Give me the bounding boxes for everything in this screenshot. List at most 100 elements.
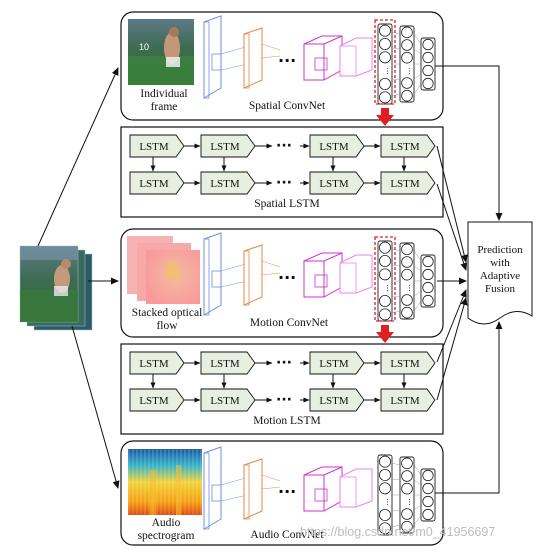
lstm-cell: LSTM [309, 134, 365, 158]
fc-neuron [401, 243, 413, 256]
fc-neuron [378, 38, 391, 51]
fc-neuron [401, 77, 413, 89]
conv1-kernel [211, 270, 222, 288]
lstm-cell: LSTM [129, 134, 185, 158]
fc-neuron [378, 24, 391, 37]
lstm-cell-label: LSTM [319, 358, 349, 370]
spectrogram-image [128, 449, 202, 515]
fc-neuron [422, 64, 434, 77]
motion-convnet-label: Motion ConvNet [249, 317, 329, 329]
lstm-cell-label: LSTM [390, 358, 420, 370]
lstm-cell: LSTM [200, 351, 256, 375]
lstm-cell-label: LSTM [210, 141, 240, 153]
svg-text:⋮: ⋮ [384, 498, 392, 507]
lstm-cell: LSTM [129, 388, 185, 412]
fc-neuron [401, 26, 413, 39]
ellipsis-dots: ··· [276, 392, 292, 408]
fc-neuron [378, 78, 391, 91]
svg-text:⋮: ⋮ [384, 67, 392, 76]
svg-text:⋮: ⋮ [406, 497, 414, 506]
audio-spectrogram-label: Audio spectrogram [137, 517, 195, 542]
fc-neuron [378, 308, 391, 321]
spatial-to-lstm-arrow [376, 108, 394, 126]
lstm-cell-label: LSTM [319, 178, 349, 190]
audio-convnet: ··· ⋮ ⋮ [203, 446, 436, 536]
conv1-slab [203, 232, 222, 316]
conv-cube-kernel [314, 57, 328, 71]
lstm-cell: LSTM [129, 351, 185, 375]
spatial-convnet: ···⋮⋮ [203, 15, 436, 105]
lstm-cell-label: LSTM [210, 178, 240, 190]
lstm-cell: LSTM [380, 388, 436, 412]
watermark-text: https://blog.csdn.net/m0_41956697 [300, 525, 496, 539]
ellipsis-dots: ··· [278, 482, 296, 501]
lstm-cell-label: LSTM [210, 358, 240, 370]
fc-neuron [378, 294, 391, 307]
fc-neuron [401, 51, 413, 64]
fc-neuron [378, 468, 391, 481]
input-arrows [37, 67, 120, 489]
fc-neuron [422, 255, 434, 268]
lstm-cell: LSTM [380, 171, 436, 195]
stacked-optical-flow-label: Stacked optical flow [131, 307, 203, 332]
fc-neuron [378, 254, 391, 267]
fc-neuron [422, 51, 434, 64]
conv2-slab [243, 458, 263, 520]
lstm-cell: LSTM [309, 351, 365, 375]
lstm-cell-label: LSTM [139, 141, 169, 153]
svg-text:⋮: ⋮ [384, 284, 392, 293]
fc-neuron [422, 281, 434, 294]
lstm-cell: LSTM [380, 134, 436, 158]
lstm-cell: LSTM [129, 171, 185, 195]
lstm-cell: LSTM [380, 351, 436, 375]
lstm-cell: LSTM [200, 134, 256, 158]
fc-neuron [401, 306, 413, 319]
conv1-slab [203, 15, 222, 99]
fc-neuron [401, 294, 413, 306]
lstm-cell-label: LSTM [139, 178, 169, 190]
fc-neuron [378, 522, 391, 535]
fc-neuron [378, 241, 391, 254]
fc-neuron [401, 470, 413, 482]
fusion-node [467, 221, 533, 325]
fc-neuron [401, 256, 413, 268]
fc-neuron [422, 77, 434, 90]
fc-neuron [422, 268, 434, 281]
fc-neuron [422, 469, 434, 482]
motion-lstm-label: Motion LSTM [253, 415, 321, 427]
lstm-cell: LSTM [309, 388, 365, 412]
lstm-cell: LSTM [200, 171, 256, 195]
output-arrows [435, 65, 503, 494]
conv2-slab [243, 244, 263, 306]
fc-neuron [422, 482, 434, 495]
fc-neuron [401, 508, 413, 520]
conv1-kernel [211, 484, 222, 502]
individual-frame-label: Individual frame [140, 88, 188, 113]
conv-cube-kernel [314, 274, 328, 288]
motion-convnet: ···⋮⋮ [203, 232, 436, 322]
fc-neuron [378, 91, 391, 104]
lstm-cell-label: LSTM [319, 395, 349, 407]
conv1-slab [203, 446, 222, 530]
conv2-slab [243, 27, 263, 89]
fc-neuron [378, 482, 391, 495]
fusion-label: Prediction with Adaptive Fusion [477, 244, 523, 295]
fc-neuron [401, 89, 413, 102]
motion-feature-highlight [374, 236, 396, 322]
fc-neuron [401, 457, 413, 470]
lstm-cell-label: LSTM [139, 395, 169, 407]
fc-neuron [422, 294, 434, 307]
lstm-cell-label: LSTM [210, 395, 240, 407]
lstm-cell-label: LSTM [139, 358, 169, 370]
fc-neuron [401, 39, 413, 51]
fc-neuron [422, 495, 434, 508]
fc-neuron [401, 520, 413, 533]
fc-neuron [378, 508, 391, 521]
svg-text:⋮: ⋮ [406, 66, 414, 75]
motion-to-lstm-arrow [376, 325, 394, 343]
fc-neuron [378, 455, 391, 468]
fc-neuron [401, 268, 413, 281]
